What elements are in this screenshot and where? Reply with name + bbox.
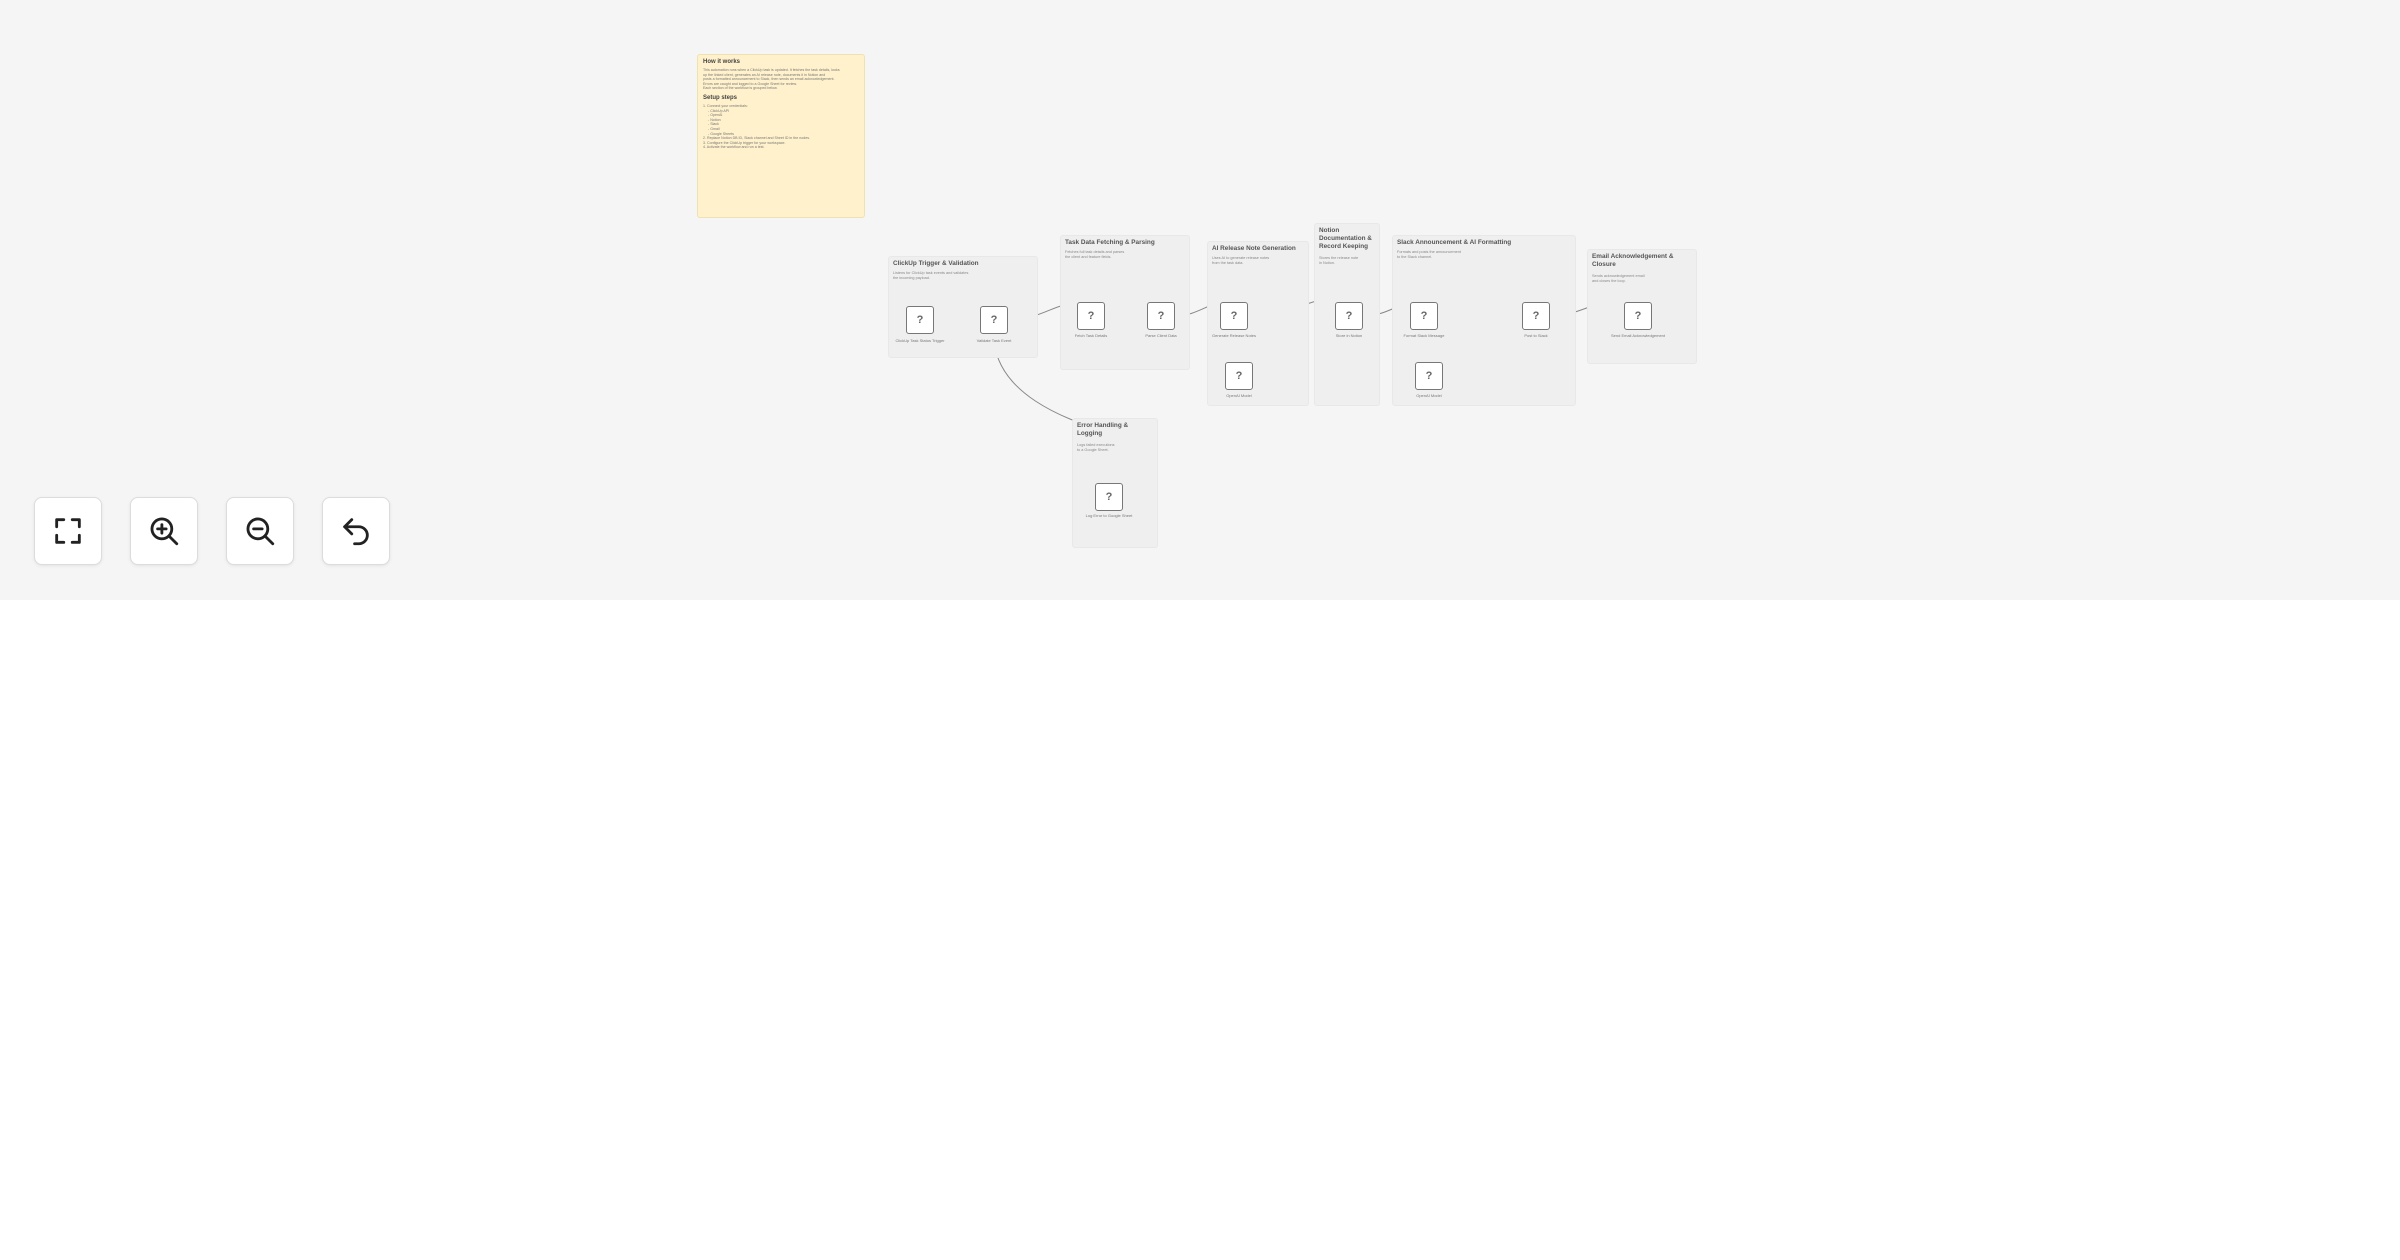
reset-zoom-button[interactable] <box>322 497 390 565</box>
setup-line: 2. Replace Notion DB ID, Slack channel a… <box>703 136 811 141</box>
setup-line: - Google Sheets <box>708 131 734 136</box>
undo-icon <box>343 518 369 546</box>
node-store-notion[interactable]: ? <box>1335 302 1363 330</box>
group-desc: Sends acknowledgement email <box>1592 274 1645 278</box>
setup-line: - ClickUp API <box>708 108 730 113</box>
node-label: Post to Slack <box>1524 333 1548 338</box>
node-label: Send Email Acknowledgement <box>1610 333 1666 338</box>
setup-line: - Slack <box>708 122 719 127</box>
group-title: Slack Announcement & AI Formatting <box>1397 239 1512 246</box>
node-label: OpenAI Model <box>1416 393 1442 398</box>
zoom-in-icon <box>150 517 179 546</box>
setup-heading: Setup steps <box>703 94 738 101</box>
node-parse-client[interactable]: ? <box>1147 302 1175 330</box>
group-desc: to the Slack channel. <box>1397 255 1433 259</box>
question-mark-icon: ? <box>990 314 998 326</box>
setup-line: 1. Connect your credentials: <box>703 103 748 108</box>
node-log-error[interactable]: ? <box>1095 483 1123 511</box>
fullscreen-icon <box>55 518 81 544</box>
fit-view-button[interactable] <box>34 497 102 565</box>
question-mark-icon: ? <box>916 314 924 326</box>
group-title: Email Acknowledgement & Closure <box>1592 253 1674 268</box>
setup-line: 4. Activate the workflow and run a test. <box>703 145 765 150</box>
question-mark-icon: ? <box>1345 310 1353 322</box>
node-send-email[interactable]: ? <box>1624 302 1652 330</box>
note-line: This automation runs when a ClickUp task… <box>703 68 840 72</box>
group-desc: and closes the loop. <box>1592 279 1626 283</box>
group-desc: Formats and posts the announcement <box>1397 250 1461 254</box>
question-mark-icon: ? <box>1235 370 1243 382</box>
node-label: Fetch Task Details <box>1074 333 1108 338</box>
question-mark-icon: ? <box>1087 310 1095 322</box>
zoom-out-button[interactable] <box>226 497 294 565</box>
node-generate-release-notes[interactable]: ? <box>1220 302 1248 330</box>
question-mark-icon: ? <box>1634 310 1642 322</box>
workflow-canvas[interactable]: How it works This automation runs when a… <box>0 0 2400 600</box>
question-mark-icon: ? <box>1532 310 1540 322</box>
question-mark-icon: ? <box>1230 310 1238 322</box>
question-mark-icon: ? <box>1157 310 1165 322</box>
question-mark-icon: ? <box>1425 370 1433 382</box>
node-clickup-trigger[interactable]: ? <box>906 306 934 334</box>
question-mark-icon: ? <box>1420 310 1428 322</box>
group-desc: Stores the release note <box>1319 256 1359 260</box>
zoom-in-button[interactable] <box>130 497 198 565</box>
group-desc: the client and feature fields. <box>1065 255 1112 259</box>
group-desc: Logs failed executions <box>1077 443 1115 447</box>
node-post-slack[interactable]: ? <box>1522 302 1550 330</box>
question-mark-icon: ? <box>1105 491 1113 503</box>
setup-line: 3. Configure the ClickUp trigger for you… <box>703 140 786 145</box>
note-line: up the linked client, generates an AI re… <box>703 72 826 77</box>
node-fetch-task[interactable]: ? <box>1077 302 1105 330</box>
group-desc: Fetches full task details and parses <box>1065 250 1125 254</box>
note-line: posts a formatted announcement to Slack,… <box>703 77 835 82</box>
node-label: ClickUp Task Status Trigger <box>895 338 945 343</box>
note-line: Errors are caught and logged to a Google… <box>703 81 797 86</box>
group-desc: Listens for ClickUp task events and vali… <box>893 271 969 275</box>
note-heading: How it works <box>703 59 741 65</box>
node-label: Store in Notion <box>1335 333 1363 338</box>
setup-line: - Notion <box>708 117 721 122</box>
node-label: Format Slack Message <box>1403 333 1445 338</box>
node-label: Log Error to Google Sheet <box>1085 513 1133 518</box>
node-validate-event[interactable]: ? <box>980 306 1008 334</box>
group-title: Notion Documentation & Record Keeping <box>1319 227 1372 250</box>
group-title: AI Release Note Generation <box>1212 245 1296 252</box>
setup-line: - OpenAI <box>708 113 723 118</box>
group-title: ClickUp Trigger & Validation <box>893 260 979 267</box>
node-label: Parse Client Data <box>1145 333 1177 338</box>
how-it-works-note[interactable]: How it works This automation runs when a… <box>697 54 865 218</box>
group-title: Task Data Fetching & Parsing <box>1065 239 1155 246</box>
note-line: Each section of the workflow is grouped … <box>703 86 778 91</box>
node-format-slack[interactable]: ? <box>1410 302 1438 330</box>
group-desc: in Notion. <box>1319 261 1336 265</box>
group-title: Error Handling & Logging <box>1077 422 1129 437</box>
node-openai-model-2[interactable]: ? <box>1415 362 1443 390</box>
zoom-out-icon <box>246 517 275 546</box>
group-desc: Uses AI to generate release notes <box>1212 256 1270 260</box>
group-desc: to a Google Sheet. <box>1077 448 1109 452</box>
node-label: OpenAI Model <box>1226 393 1252 398</box>
setup-line: - Gmail <box>708 126 720 131</box>
group-desc: from the task data. <box>1212 261 1244 265</box>
node-label: Validate Task Event <box>976 338 1012 343</box>
node-openai-model[interactable]: ? <box>1225 362 1253 390</box>
node-label: Generate Release Notes <box>1211 333 1257 338</box>
group-desc: the incoming payload. <box>893 276 930 280</box>
